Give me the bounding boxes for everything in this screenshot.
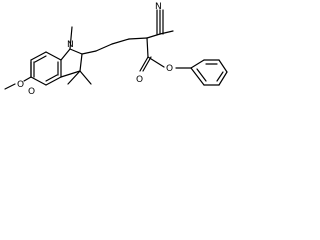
benzyl-o-ether-label: O [166, 64, 173, 74]
benzyl-o-carbonyl-label: O [136, 75, 143, 85]
ester-o-methoxy-label: O [17, 80, 24, 90]
indoline-n-label: N [67, 40, 74, 50]
chemical-structure: O O N N O O [4, 2, 228, 97]
atom-labels: O O N N O O [17, 2, 173, 97]
bond-network [4, 9, 228, 90]
ester-o-carbonyl-label: O [28, 87, 35, 97]
structure-canvas: O O N N O O [0, 0, 251, 106]
nitrile-n-label: N [155, 2, 162, 12]
